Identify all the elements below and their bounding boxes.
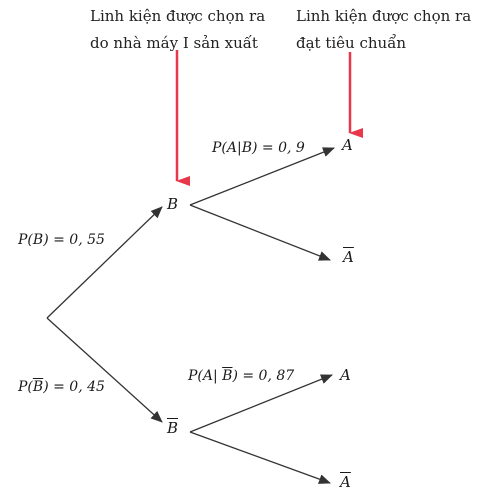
label-p-b-bar-event: B (32, 379, 44, 395)
node-b-bar: B (167, 419, 179, 437)
label-p-a-given-b-bar-event: B (222, 368, 233, 384)
branch-b-bar-to-a-bar (189, 431, 331, 484)
label-p-a-given-b-bar-prefix: P(A| (188, 368, 223, 384)
label-p-b-suffix: ) = 0, 55 (43, 232, 105, 248)
label-p-b: P(B) = 0, 55 (18, 232, 105, 248)
label-p-a-given-b-bar: P(A| B) = 0, 87 (188, 368, 294, 384)
label-p-b-bar-suffix: ) = 0, 45 (43, 379, 105, 395)
label-p-b-event: B (32, 232, 44, 248)
annotation-factory-line1: Linh kiện được chọn ra (90, 7, 266, 25)
node-a-bar-bottom: A (340, 473, 351, 491)
branch-b-bar-to-a (189, 374, 333, 433)
annotation-factory: Linh kiện được chọn ra do nhà máy I sản … (90, 3, 265, 57)
annotation-standard-line2: đạt tiêu chuẩn (296, 34, 407, 52)
annotation-standard-line1: Linh kiện được chọn ra (296, 7, 472, 25)
branch-b-to-a-bar (189, 204, 331, 261)
node-a-bar-top: A (343, 248, 354, 266)
node-b: B (167, 195, 179, 213)
branch-root-to-b-bar (46, 317, 163, 423)
branch-root-to-b (46, 206, 163, 319)
label-p-a-given-b-bar-suffix: ) = 0, 87 (232, 368, 295, 384)
label-p-b-bar: P(B) = 0, 45 (18, 379, 105, 395)
node-a-bottom: A (340, 366, 351, 384)
label-p-a-given-b-event: A|B (226, 140, 253, 156)
label-p-a-given-b: P(A|B) = 0, 9 (212, 140, 305, 156)
label-p-b-prefix: P( (18, 232, 33, 248)
annotation-factory-line2: do nhà máy I sản xuất (90, 34, 258, 52)
label-p-a-given-b-prefix: P( (212, 140, 227, 156)
branch-b-to-a (189, 147, 335, 206)
node-a-top: A (342, 136, 353, 154)
label-p-b-bar-prefix: P( (18, 379, 33, 395)
annotation-standard: Linh kiện được chọn ra đạt tiêu chuẩn (296, 3, 471, 57)
label-p-a-given-b-suffix: ) = 0, 9 (252, 140, 305, 156)
